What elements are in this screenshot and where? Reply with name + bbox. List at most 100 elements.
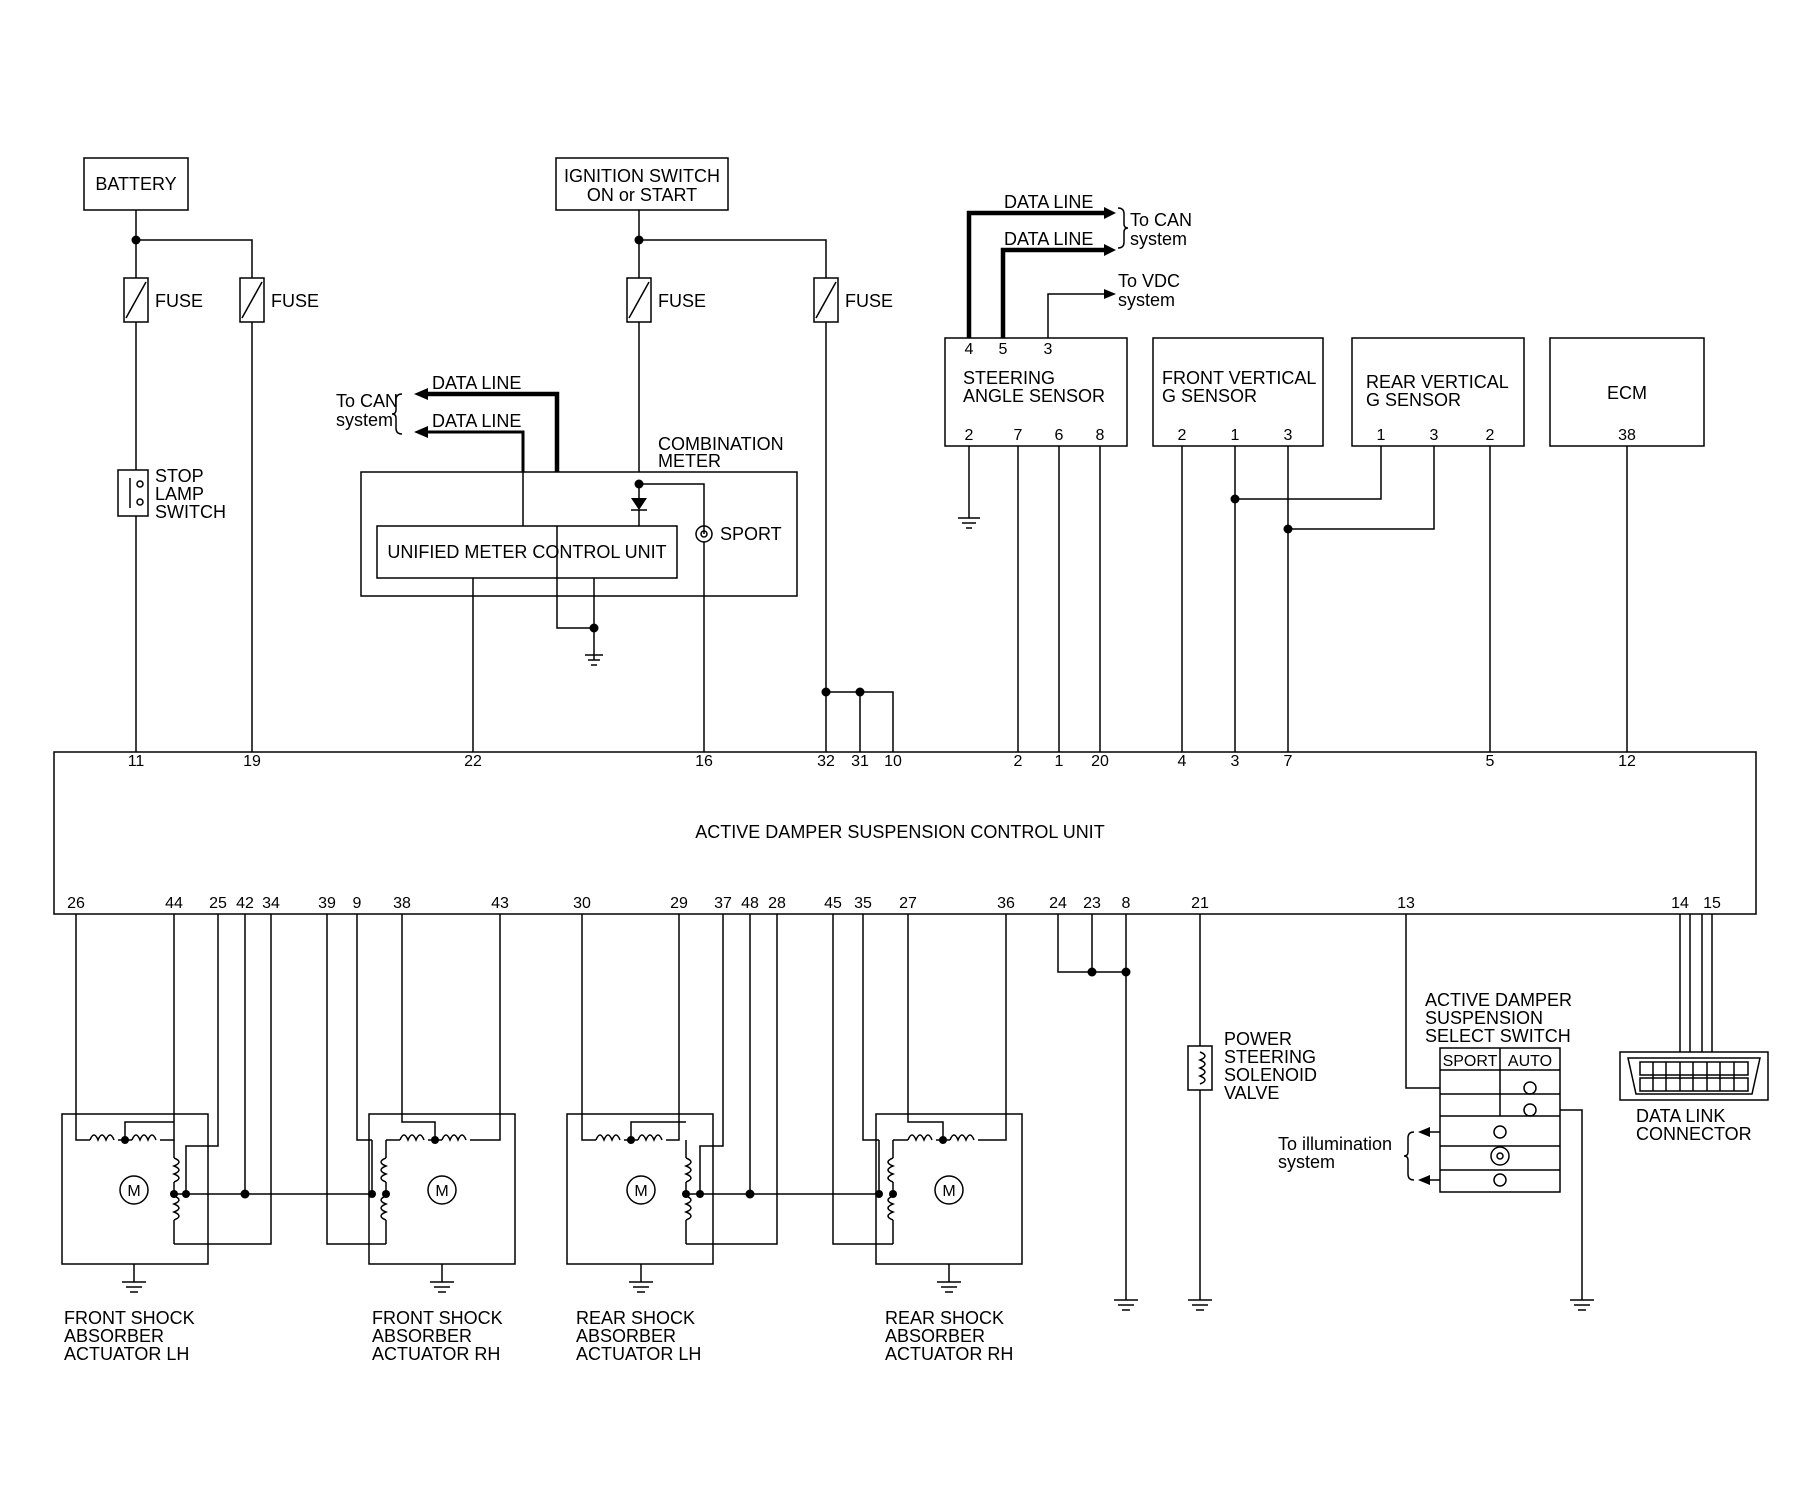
cu-pin-15: 15 [1703,895,1721,912]
cu-pin-28: 28 [768,895,786,912]
cu-pin-48: 48 [741,895,759,912]
stop-lamp-label-1: STOP [155,466,204,486]
cu-pin-1: 1 [1055,753,1064,770]
ps-label-3: SOLENOID [1224,1065,1317,1085]
data-link-connector: DATA LINK CONNECTOR [1619,914,1769,1144]
steer-label-1: STEERING [963,368,1055,388]
cu-pin-27: 27 [899,895,917,912]
steer-data-line-2: DATA LINE [1004,229,1093,249]
ecm: ECM 38 [1549,337,1705,752]
rear-g-pin-3: 3 [1430,427,1439,444]
rear-lh-label-2: ABSORBER [576,1326,676,1346]
dlc-label-2: CONNECTOR [1636,1124,1752,1144]
motor-rl-label: M [634,1183,647,1200]
switch-sport-label: SPORT [1443,1053,1498,1070]
steer-pin-5: 5 [999,341,1008,358]
cu-pin-4: 4 [1178,753,1187,770]
cu-pin-12: 12 [1618,753,1636,770]
cu-pin-23: 23 [1083,895,1101,912]
cu-pin-19: 19 [243,753,261,770]
cu-pin-7: 7 [1284,753,1293,770]
ignition-label-2: ON or START [587,185,697,205]
rear-shock-actuator-rh: M REAR SHOCK ABSORBER ACTUATOR RH [832,914,1023,1364]
cu-pin-43: 43 [491,895,509,912]
cu-pin-45: 45 [824,895,842,912]
front-rh-label-3: ACTUATOR RH [372,1344,500,1364]
cu-pin-16: 16 [695,753,713,770]
select-switch-label-2: SUSPENSION [1425,1008,1543,1028]
cu-pin-26: 26 [67,895,85,912]
cu-pin-36: 36 [997,895,1015,912]
illumination-label-1: To illumination [1278,1134,1392,1154]
cu-pin-38: 38 [393,895,411,912]
illumination-label-2: system [1278,1152,1335,1172]
ps-label-4: VALVE [1224,1083,1279,1103]
cu-bottom-pins: 26 44 25 42 34 39 9 38 43 30 29 37 48 28… [67,895,1721,912]
combination-meter-label-2: METER [658,451,721,471]
steering-angle-sensor: 4 5 3 STEERING ANGLE SENSOR 2 7 6 8 DATA… [944,192,1192,752]
front-lh-label-2: ABSORBER [64,1326,164,1346]
rear-shock-actuator-lh: M REAR SHOCK ABSORBER ACTUATOR LH [566,914,893,1364]
cu-pin-5: 5 [1486,753,1495,770]
steer-pin-7: 7 [1014,427,1023,444]
ignition-switch-block: IGNITION SWITCH ON or START [555,157,729,211]
battery-label: BATTERY [95,174,176,194]
meter-to-can-1: To CAN [336,391,398,411]
steer-pin-4: 4 [965,341,974,358]
rear-g-label-2: G SENSOR [1366,390,1461,410]
cu-pin-10: 10 [884,753,902,770]
rear-g-pin-1: 1 [1377,427,1386,444]
front-g-pin-2: 2 [1178,427,1187,444]
steer-to-can-2: system [1130,229,1187,249]
front-shock-actuator-rh: M FRONT SHOCK ABSORBER ACTUATOR RH [326,914,516,1364]
steer-data-line-1: DATA LINE [1004,192,1093,212]
front-g-label-2: G SENSOR [1162,386,1257,406]
front-g-pin-3: 3 [1284,427,1293,444]
cu-pin-2: 2 [1014,753,1023,770]
cu-pin-31: 31 [851,753,869,770]
cu-pin-32: 32 [817,753,835,770]
switch-auto-label: AUTO [1508,1053,1552,1070]
cu-pin-13: 13 [1397,895,1415,912]
rear-rh-label-2: ABSORBER [885,1326,985,1346]
cu-pin-34: 34 [262,895,280,912]
meter-to-can-2: system [336,410,393,430]
front-shock-actuator-lh: M FRONT SHOCK ABSORBER ACTUATOR LH [61,914,386,1364]
rear-vertical-g-sensor: REAR VERTICAL G SENSOR 1 3 2 [1230,337,1525,752]
cu-pin-14: 14 [1671,895,1689,912]
steer-pin-8: 8 [1096,427,1105,444]
control-unit-label: ACTIVE DAMPER SUSPENSION CONTROL UNIT [695,822,1104,842]
cu-pin-11: 11 [128,753,145,770]
cu-pin-30: 30 [573,895,591,912]
motor-fl-label: M [127,1183,140,1200]
ground-24-23-8 [1057,914,1138,1311]
fuse-3-label: FUSE [658,291,706,311]
cu-pin-39: 39 [318,895,336,912]
combination-meter: COMBINATION METER UNIFIED METER CONTROL … [336,373,798,752]
ecm-label: ECM [1607,383,1647,403]
stop-lamp-label-3: SWITCH [155,502,226,522]
front-rh-label-2: ABSORBER [372,1326,472,1346]
front-g-pin-1: 1 [1231,427,1240,444]
cu-top-pins: 11 19 22 16 32 31 10 2 1 20 4 3 7 5 12 [128,753,1636,770]
cu-pin-42: 42 [236,895,254,912]
to-vdc-2: system [1118,290,1175,310]
cu-pin-25: 25 [209,895,227,912]
fuse-4-label: FUSE [845,291,893,311]
steer-label-2: ANGLE SENSOR [963,386,1105,406]
ignition-wiring: FUSE FUSE [626,210,894,752]
power-steering-solenoid: POWER STEERING SOLENOID VALVE [1187,914,1317,1311]
rear-lh-label-1: REAR SHOCK [576,1308,695,1328]
control-unit: ACTIVE DAMPER SUSPENSION CONTROL UNIT 11… [53,751,1757,915]
front-g-label-1: FRONT VERTICAL [1162,368,1316,388]
front-lh-label-1: FRONT SHOCK [64,1308,195,1328]
to-vdc-1: To VDC [1118,271,1180,291]
meter-data-line-1: DATA LINE [432,373,521,393]
steer-pin-3: 3 [1044,341,1053,358]
dlc-pins [1639,1061,1749,1092]
sport-lamp-label: SPORT [720,524,782,544]
dlc-label-1: DATA LINK [1636,1106,1725,1126]
select-switch: ACTIVE DAMPER SUSPENSION SELECT SWITCH S… [1278,914,1594,1311]
steer-pin-6: 6 [1055,427,1064,444]
